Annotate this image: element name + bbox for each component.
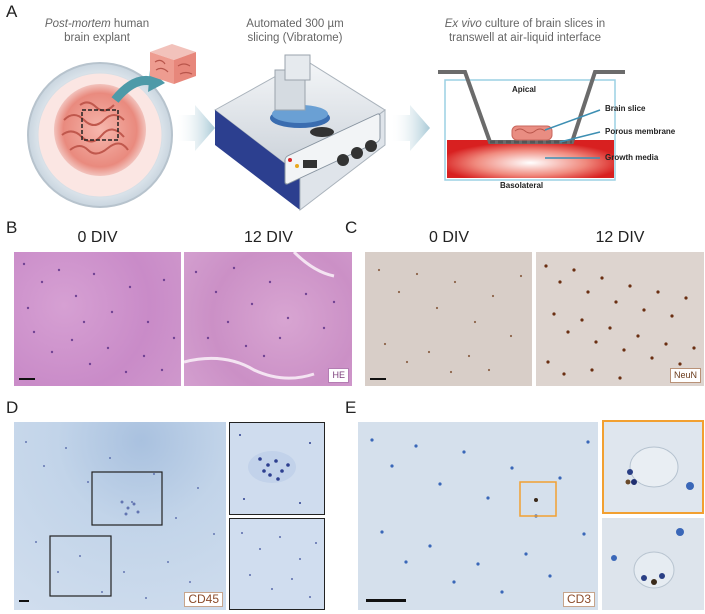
cd3-inset-1-image <box>602 420 704 514</box>
step1-line2: brain explant <box>64 32 130 44</box>
vibratome-machine <box>214 54 386 212</box>
brain-slice-label: Brain slice <box>605 104 646 113</box>
panel-a-label: A <box>6 2 18 21</box>
he-stain-label: HE <box>328 368 349 383</box>
step1-rest: human <box>110 18 150 30</box>
panel-c-label: C <box>345 218 358 237</box>
neun-0div-texture <box>377 268 523 374</box>
cd3-texture <box>370 438 590 600</box>
neun-12div-image: NeuN <box>536 252 704 386</box>
neun-12div-texture <box>544 264 696 380</box>
step1-italic: Post-mortem <box>44 18 111 30</box>
step2-line1: Automated 300 µm <box>246 18 344 30</box>
tissue-cube <box>150 44 196 84</box>
cd45-scale-bar <box>19 600 29 602</box>
brain-explant-dish <box>27 62 173 208</box>
cd3-inset-1-texture <box>625 446 694 490</box>
he-0div-image <box>14 252 181 386</box>
cd3-overview-image: CD3 <box>358 422 598 610</box>
cd45-overview-image: CD45 <box>14 422 226 610</box>
cd3-inset-2-texture <box>611 528 684 589</box>
he-0div-texture <box>22 262 176 374</box>
cd45-inset-box-2 <box>49 535 112 597</box>
panel-b-label: B <box>6 218 18 237</box>
growth-media-label: Growth media <box>605 153 659 162</box>
step1-caption: Post-mortem human brain explant <box>22 17 172 45</box>
panel-b-right-title: 12 DIV <box>244 229 293 246</box>
step2-caption: Automated 300 µm slicing (Vibratome) <box>225 17 365 45</box>
cd3-stain-label: CD3 <box>562 592 595 607</box>
workflow-illustration <box>27 44 625 212</box>
transwell-diagram <box>438 70 625 181</box>
cd45-inset-2-image <box>229 518 325 610</box>
step3-rest: culture of brain slices in <box>481 18 606 30</box>
cd45-inset-2-texture <box>241 532 317 598</box>
process-arrow-1 <box>175 105 215 151</box>
step3-line2: transwell at air-liquid interface <box>448 32 602 44</box>
cd3-inset-2-image <box>602 518 704 610</box>
process-arrow-2 <box>390 105 430 151</box>
step2-line2: slicing (Vibratome) <box>247 32 343 44</box>
cd3-inset-box <box>519 481 557 517</box>
cd45-stain-label: CD45 <box>184 592 223 607</box>
panel-e-label: E <box>345 398 357 417</box>
cd45-texture <box>25 441 215 603</box>
basolateral-label: Basolateral <box>500 181 544 190</box>
panel-c-right-title: 12 DIV <box>595 229 645 246</box>
cd45-inset-1-image <box>229 422 325 515</box>
cd45-inset-1-texture <box>239 434 311 504</box>
he-scale-bar <box>19 378 35 380</box>
step3-caption: Ex vivo culture of brain slices in trans… <box>420 17 630 45</box>
neun-stain-label: NeuN <box>669 368 701 383</box>
panel-c-left-title: 0 DIV <box>428 229 469 246</box>
step3-italic: Ex vivo <box>444 18 482 30</box>
neun-0div-image <box>365 252 532 386</box>
neun-scale-bar <box>370 378 386 380</box>
panel-d-label: D <box>6 398 19 417</box>
porous-membrane-label: Porous membrane <box>605 127 676 136</box>
he-12div-texture <box>184 252 336 380</box>
panel-b-left-title: 0 DIV <box>77 229 118 246</box>
cd45-inset-box-1 <box>91 471 163 526</box>
apical-label: Apical <box>512 85 537 94</box>
cd3-scale-bar <box>366 599 406 602</box>
he-12div-image: HE <box>184 252 352 386</box>
